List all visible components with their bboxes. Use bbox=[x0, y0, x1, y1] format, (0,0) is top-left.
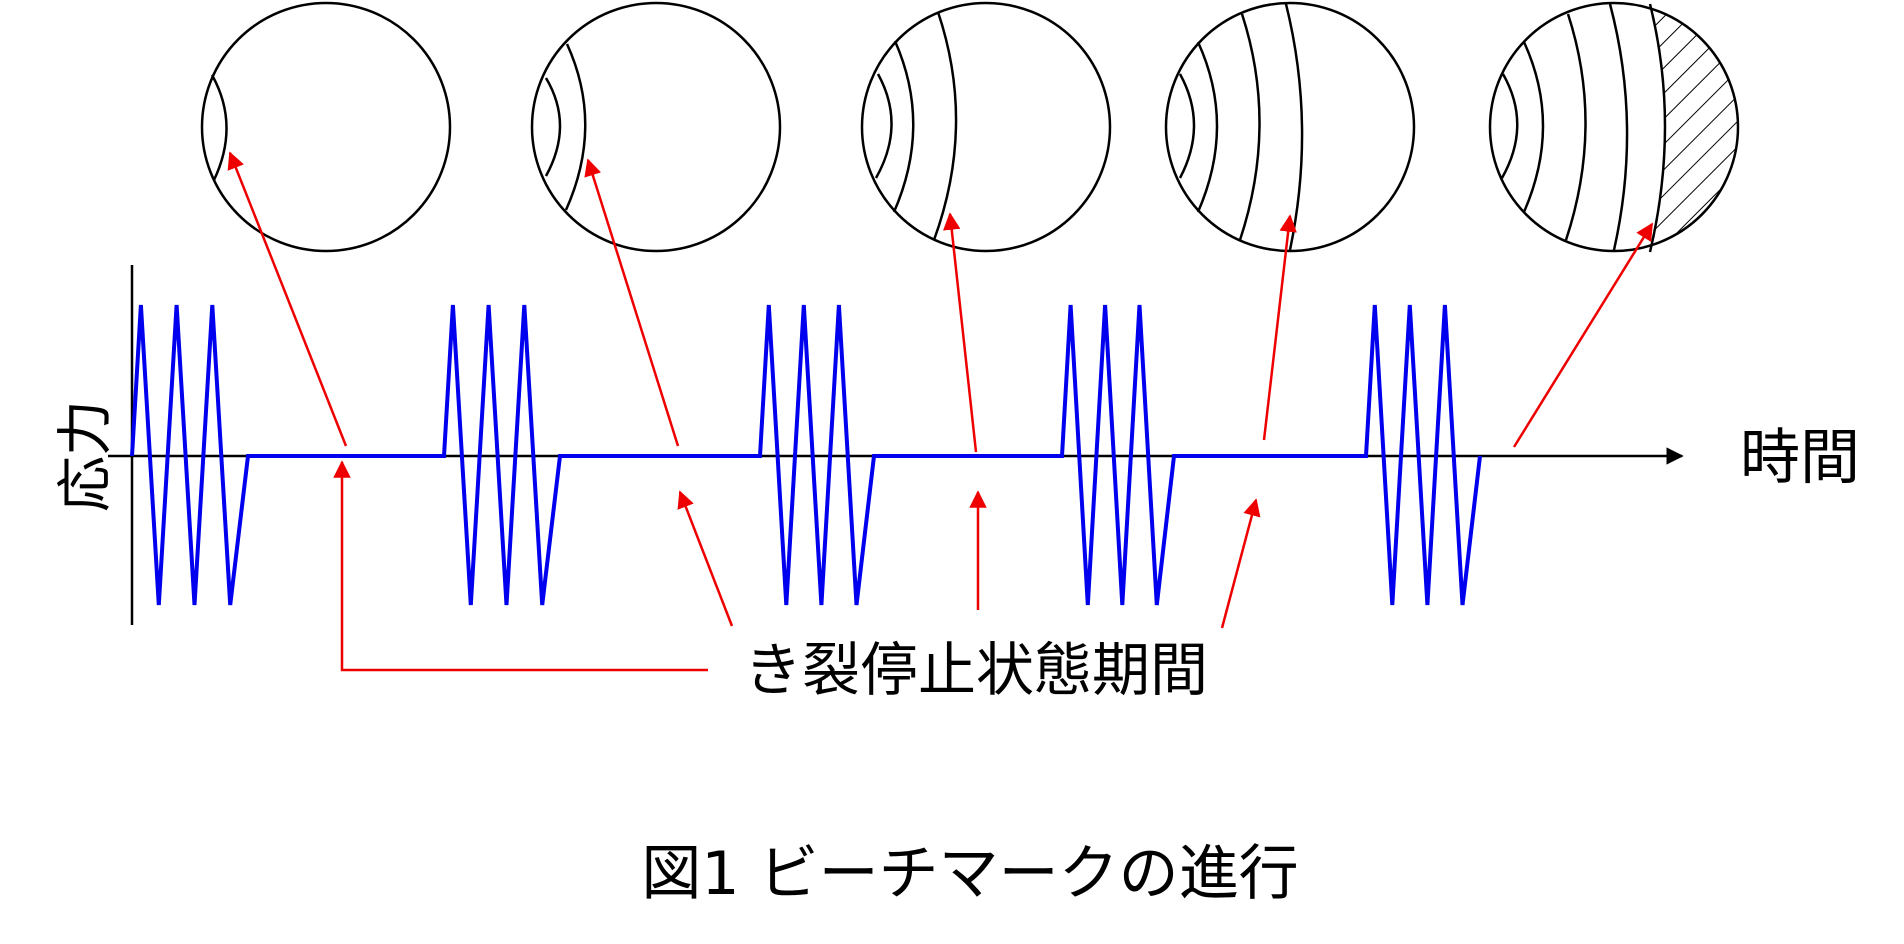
beach-mark-4 bbox=[1608, 3, 1629, 251]
arrow-to-arrest-2 bbox=[677, 490, 734, 627]
arrow-to-arrest-4 bbox=[1220, 498, 1261, 629]
beach-mark-1 bbox=[544, 77, 562, 177]
arrow-to-stage-5 bbox=[1512, 222, 1654, 448]
beach-mark-3 bbox=[1564, 13, 1587, 241]
specimen-cross-section bbox=[530, 1, 782, 253]
beach-mark-2 bbox=[892, 40, 915, 213]
arrest-to-surface-arrows bbox=[227, 151, 1654, 453]
arrow-to-stage-1 bbox=[227, 151, 348, 447]
fracture-surface-stage-4 bbox=[1164, 1, 1416, 253]
specimen-cross-section bbox=[200, 1, 452, 253]
arrow-to-stage-3 bbox=[943, 212, 978, 453]
specimen-cross-section bbox=[1488, 1, 1740, 253]
beach-mark-4 bbox=[1284, 3, 1304, 251]
fracture-surface-stage-1 bbox=[200, 1, 452, 253]
beach-mark-2 bbox=[1196, 41, 1219, 213]
beach-mark-3 bbox=[1238, 13, 1261, 241]
beach-mark-5 bbox=[1648, 3, 1667, 253]
arrow-to-stage-2 bbox=[584, 158, 680, 447]
beach-mark-2 bbox=[1522, 41, 1545, 213]
beach-mark-1 bbox=[210, 74, 228, 181]
beach-mark-3 bbox=[932, 11, 958, 241]
label-to-arrest-arrows bbox=[333, 460, 1261, 672]
figure-caption: 図1 ビーチマークの進行 bbox=[641, 839, 1298, 909]
arrow-to-arrest-1 bbox=[333, 460, 708, 672]
beach-mark-1 bbox=[874, 73, 893, 179]
stress-waveform bbox=[130, 304, 1482, 606]
fracture-surface-stage-2 bbox=[530, 1, 782, 253]
beach-mark-1 bbox=[1178, 73, 1196, 179]
arrow-to-stage-4 bbox=[1262, 214, 1297, 441]
specimen-cross-section bbox=[860, 1, 1112, 253]
y-axis-label: 応力 bbox=[54, 400, 119, 512]
fracture-surfaces bbox=[200, 1, 1740, 253]
fracture-surface-stage-3 bbox=[860, 1, 1112, 253]
fracture-surface-stage-5 bbox=[1488, 1, 1740, 253]
beach-mark-1 bbox=[1500, 73, 1519, 179]
beach-mark-2 bbox=[564, 43, 587, 211]
arrest-period-label: き裂停止状態期間 bbox=[744, 636, 1208, 704]
x-axis-label: 時間 bbox=[1740, 423, 1860, 493]
specimen-cross-section bbox=[1164, 1, 1416, 253]
